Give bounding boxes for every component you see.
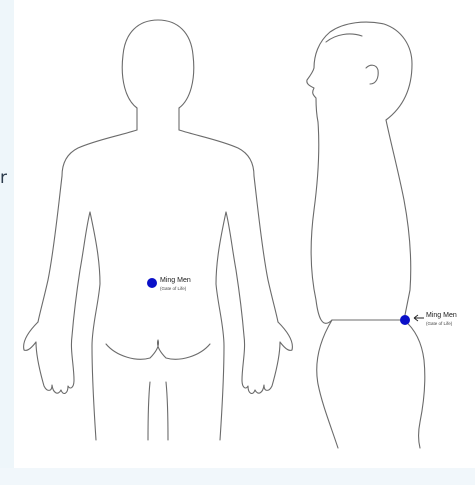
back-view-buttocks xyxy=(106,340,210,359)
back-view-left-arm-inner xyxy=(72,212,90,336)
back-view-ming-men-point xyxy=(147,278,157,288)
side-view-front-line xyxy=(311,122,332,323)
back-view-head-outline xyxy=(122,20,194,108)
side-view-point-label: Ming Men xyxy=(426,312,457,319)
side-view-hairline xyxy=(326,34,362,42)
back-view-shoulder-line-right xyxy=(179,130,254,176)
back-view-right-arm-inner xyxy=(226,212,244,336)
side-view-point-sublabel: (Gate of Life) xyxy=(426,321,453,326)
back-view-point-label: Ming Men xyxy=(160,277,191,284)
back-view-left-arm-outer xyxy=(38,176,62,322)
back-view-torso-left xyxy=(90,212,100,346)
back-view-left-leg xyxy=(92,346,96,440)
back-view-right-leg xyxy=(220,346,224,440)
side-view-head-outline xyxy=(307,22,412,122)
side-view-ming-men-point xyxy=(400,315,410,325)
back-view-left-hand xyxy=(24,322,74,393)
side-view-back-line xyxy=(386,120,411,320)
side-view-front-thigh xyxy=(317,320,338,448)
side-view-buttock xyxy=(404,320,425,448)
back-view-figure xyxy=(24,20,293,440)
back-view-point-sublabel: (Gate of Life) xyxy=(160,286,187,291)
side-view-pointer-arrow-icon xyxy=(414,315,424,321)
back-view-inner-leg xyxy=(148,382,168,440)
back-view-right-arm-outer xyxy=(254,176,278,322)
side-view-ear xyxy=(366,65,378,84)
back-view-shoulder-line-left xyxy=(62,130,137,176)
back-view-right-hand xyxy=(242,322,292,393)
back-view-neck-outline xyxy=(137,108,179,130)
back-view-point-group: Ming Men (Gate of Life) xyxy=(147,277,191,291)
side-view-figure xyxy=(307,22,425,448)
back-view-torso-right xyxy=(216,212,226,346)
